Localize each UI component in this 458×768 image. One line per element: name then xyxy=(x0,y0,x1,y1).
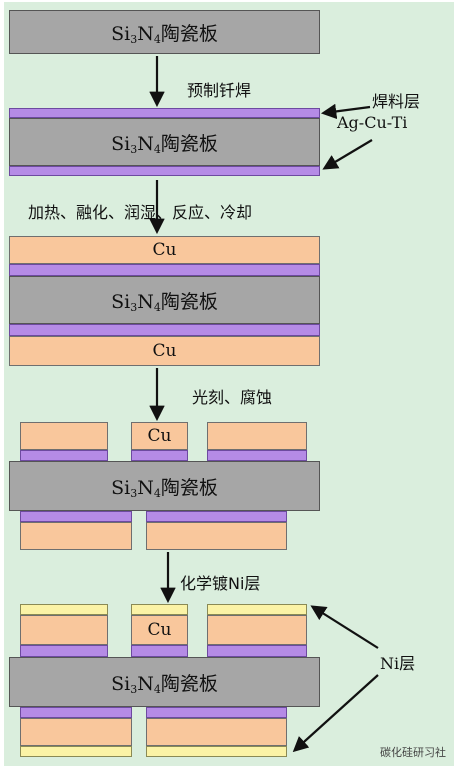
ceramic-plate-stage3: Si3N4陶瓷板 xyxy=(9,276,320,324)
pointer-ni-bottom xyxy=(292,674,379,753)
cu-label: Cu xyxy=(152,341,177,361)
solder-pad-right xyxy=(207,450,307,461)
solder-layer-top xyxy=(9,108,320,118)
cu-label: Cu xyxy=(147,426,172,446)
solder-layer-label: 焊料层 xyxy=(372,92,421,111)
nickel-pad-left xyxy=(20,604,108,615)
copper-pad-left xyxy=(20,615,108,645)
copper-bottom-right xyxy=(146,522,287,550)
copper-pad-right xyxy=(207,422,307,450)
ceramic-plate-stage5: Si3N4陶瓷板 xyxy=(9,657,320,707)
ceramic-label: Si3N4陶瓷板 xyxy=(111,132,218,156)
cu-label: Cu xyxy=(152,240,177,260)
solder-layer-bottom xyxy=(9,324,320,336)
solder-bottom-right xyxy=(146,511,287,522)
copper-layer-top: Cu xyxy=(9,236,320,264)
ni-layer-label: Ni层 xyxy=(380,654,416,673)
step3-label: 光刻、腐蚀 xyxy=(192,388,273,407)
step2-label: 加热、融化、润湿、反应、冷却 xyxy=(28,203,253,222)
solder-pad-center xyxy=(131,645,188,657)
copper-pad-center: Cu xyxy=(131,615,188,645)
ceramic-label: Si3N4陶瓷板 xyxy=(111,476,218,500)
solder-bottom-left xyxy=(20,511,132,522)
copper-pad-right xyxy=(207,615,307,645)
solder-pad-left xyxy=(20,645,108,657)
nickel-bottom-right xyxy=(146,746,287,757)
ceramic-label: Si3N4陶瓷板 xyxy=(111,290,218,314)
nickel-bottom-left xyxy=(20,746,132,757)
ceramic-plate-stage1: Si3N4陶瓷板 xyxy=(9,10,320,54)
solder-bottom-right xyxy=(146,707,287,718)
solder-layer-top xyxy=(9,264,320,276)
nickel-pad-right xyxy=(207,604,307,615)
copper-bottom-right xyxy=(146,718,287,746)
step4-label: 化学镀Ni层 xyxy=(180,574,261,593)
ceramic-plate-stage4: Si3N4陶瓷板 xyxy=(9,461,320,511)
copper-bottom-left xyxy=(20,522,132,550)
copper-pad-left xyxy=(20,422,108,450)
ceramic-label: Si3N4陶瓷板 xyxy=(111,22,218,46)
cu-label: Cu xyxy=(147,620,172,640)
copper-layer-bottom: Cu xyxy=(9,336,320,366)
solder-pad-center xyxy=(131,450,188,461)
solder-bottom-left xyxy=(20,707,132,718)
step1-label: 预制钎焊 xyxy=(187,81,252,100)
solder-material-label: Ag-Cu-Ti xyxy=(337,113,408,132)
solder-layer-bottom xyxy=(9,166,320,176)
ceramic-label: Si3N4陶瓷板 xyxy=(111,672,218,696)
ceramic-plate-stage2: Si3N4陶瓷板 xyxy=(9,118,320,166)
copper-pad-center: Cu xyxy=(131,422,188,450)
pointer-solder-bottom xyxy=(322,139,373,170)
nickel-pad-center xyxy=(131,604,188,615)
copper-bottom-left xyxy=(20,718,132,746)
solder-pad-left xyxy=(20,450,108,461)
watermark-text: 碳化硅研习社 xyxy=(380,746,446,759)
pointer-ni-top xyxy=(310,605,379,649)
solder-pad-right xyxy=(207,645,307,657)
pointer-solder-top xyxy=(320,103,371,120)
